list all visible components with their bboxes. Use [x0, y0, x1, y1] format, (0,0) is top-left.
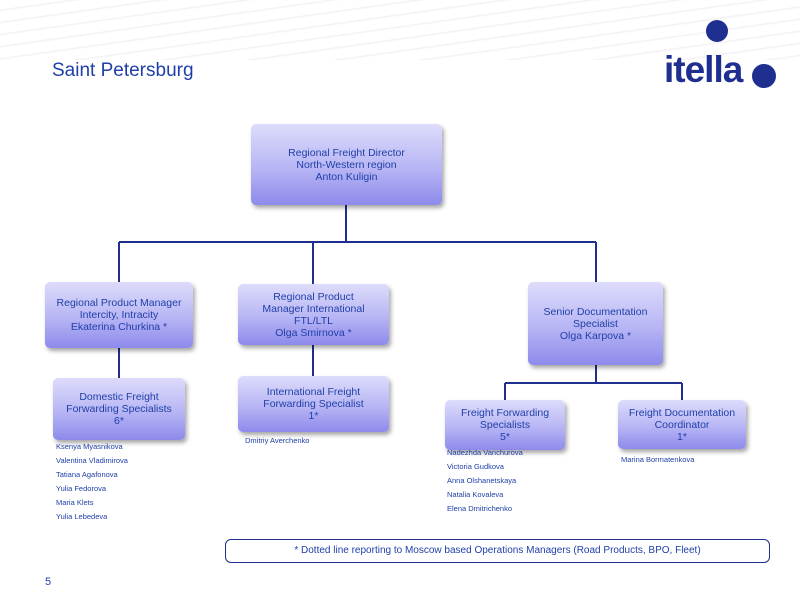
list-item: Nadezhda Vanchurova [447, 448, 523, 457]
list-item: Victoria Gudkova [447, 462, 504, 471]
list-item: Ksenya Myasnikova [56, 442, 123, 451]
logo-wordmark: itella [664, 49, 743, 90]
freight-documentation-member-list: Marina Bormatenkova [621, 453, 694, 467]
senior-documentation-name: Olga Karpova * [559, 329, 632, 342]
freight-documentation-coordinator-box: Freight Documentation Coordinator 1* [618, 400, 746, 449]
domestic-team-member-list: Ksenya Myasnikova Valentina Vladimirova … [56, 440, 128, 524]
domestic-team-title-1: Domestic Freight [79, 391, 159, 403]
manager-international-box: Regional Product Manager International F… [238, 284, 389, 345]
director-title: Regional Freight Director [288, 146, 405, 159]
freight-documentation-title-1: Freight Documentation [628, 406, 736, 419]
domestic-team-count: 6* [114, 415, 124, 427]
footnote-box: * Dotted line reporting to Moscow based … [225, 539, 770, 563]
logo-dot-right-icon [752, 64, 776, 88]
manager-domestic-name: Ekaterina Churkina * [70, 321, 168, 333]
list-item: Dmitriy Averchenko [245, 436, 310, 445]
connector-director-to-managers [118, 205, 597, 284]
logo-dot-top-icon [706, 20, 728, 42]
list-item: Maria Klets [56, 498, 94, 507]
freight-forwarding-team-box: Freight Forwarding Specialists 5* [445, 400, 565, 450]
page-title: Saint Petersburg [52, 60, 194, 81]
manager-international-title-1: Regional Product [273, 290, 354, 303]
senior-documentation-box: Senior Documentation Specialist Olga Kar… [528, 282, 663, 365]
international-team-title-2: Forwarding Specialist [263, 398, 364, 410]
international-team-box: International Freight Forwarding Special… [238, 376, 389, 432]
manager-international-name: Olga Smirnova * [275, 326, 352, 339]
manager-domestic-scope: Intercity, Intracity [79, 309, 159, 321]
senior-documentation-title-2: Specialist [573, 317, 618, 330]
freight-forwarding-team-title-2: Specialists [479, 419, 531, 431]
director-box: Regional Freight Director North-Western … [251, 124, 442, 205]
list-item: Yulia Fedorova [56, 484, 107, 493]
list-item: Anna Olshanetskaya [447, 476, 517, 485]
senior-documentation-title-1: Senior Documentation [543, 305, 648, 318]
list-item: Yulia Lebedeva [56, 512, 108, 521]
list-item: Tatiana Agafonova [56, 470, 118, 479]
connector-senior-to-teams [504, 365, 683, 400]
director-name: Anton Kuligin [315, 170, 378, 183]
international-team-title-1: International Freight [266, 386, 361, 398]
domestic-team-box: Domestic Freight Forwarding Specialists … [53, 378, 185, 440]
manager-domestic-title: Regional Product Manager [56, 297, 182, 309]
freight-documentation-count: 1* [677, 430, 687, 443]
manager-international-scope: FTL/LTL [294, 314, 333, 327]
header-background-band [0, 0, 800, 60]
list-item: Natalia Kovaleva [447, 490, 504, 499]
domestic-team-title-2: Forwarding Specialists [66, 403, 172, 415]
freight-forwarding-team-title-1: Freight Forwarding [460, 407, 550, 419]
freight-forwarding-member-list: Nadezhda Vanchurova Victoria Gudkova Ann… [447, 446, 523, 516]
director-region: North-Western region [296, 158, 397, 171]
manager-international-title-2: Manager International [262, 302, 365, 315]
international-team-member-list: Dmitriy Averchenko [245, 434, 309, 448]
international-team-count: 1* [308, 410, 319, 422]
freight-documentation-title-2: Coordinator [654, 418, 710, 431]
freight-forwarding-team-count: 5* [500, 431, 510, 443]
itella-logo: itella [664, 20, 784, 95]
manager-domestic-box: Regional Product Manager Intercity, Intr… [45, 282, 193, 348]
list-item: Marina Bormatenkova [621, 455, 695, 464]
page-number: 5 [45, 576, 52, 588]
list-item: Valentina Vladimirova [56, 456, 128, 465]
list-item: Elena Dmitrichenko [447, 504, 513, 513]
